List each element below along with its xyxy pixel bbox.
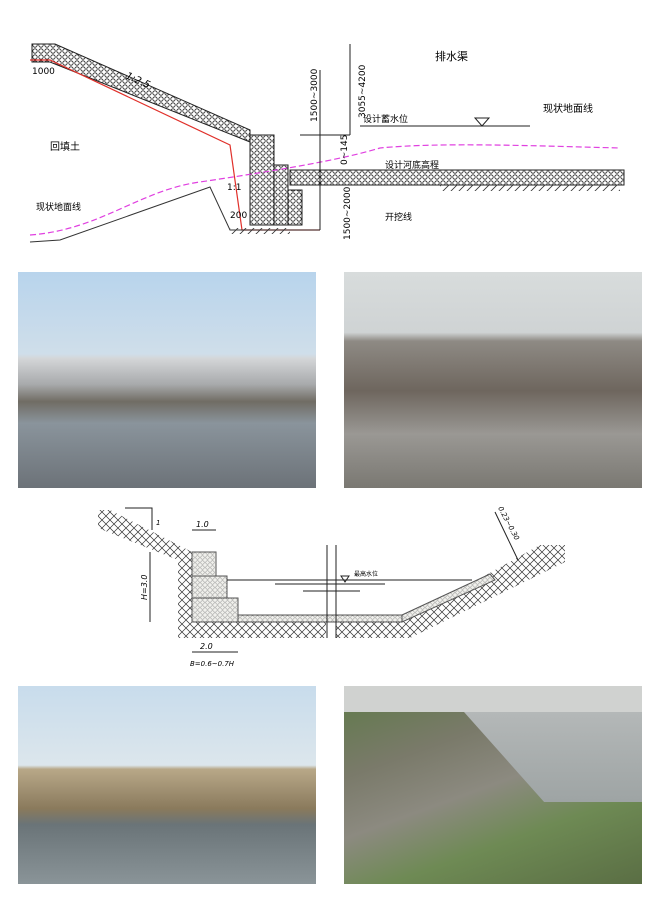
- svg-text:2.0: 2.0: [200, 642, 213, 651]
- svg-text:现状地面线: 现状地面线: [543, 102, 593, 115]
- svg-text:0~145: 0~145: [340, 135, 350, 165]
- gabion-tier-1: [191, 551, 217, 577]
- svg-text:开挖线: 开挖线: [385, 211, 412, 223]
- svg-text:0.23~0.30: 0.23~0.30: [496, 505, 521, 542]
- svg-text:B=0.6~0.7H: B=0.6~0.7H: [190, 660, 235, 668]
- gabion-tier-3: [191, 597, 239, 623]
- gabion-tier-2: [191, 575, 228, 599]
- svg-text:1500~2000: 1500~2000: [343, 186, 353, 240]
- svg-text:3055~4200: 3055~4200: [358, 64, 368, 118]
- gabion-wall-upper: [249, 134, 275, 226]
- bed-gabion-mattress: [289, 169, 625, 186]
- svg-text:1.0: 1.0: [196, 520, 209, 529]
- photo-gabion-channel-construction-2: [344, 272, 642, 488]
- photo-gabion-riverbank-1: [18, 686, 316, 884]
- svg-text:1: 1: [156, 519, 160, 527]
- gabion-wall-step: [273, 164, 289, 226]
- left-bank-soil: [98, 510, 326, 638]
- gabion-retaining-wall-section-diagram: 排水渠 1:2.5 1000 1500~3000 3055~4200 设计蓄水位…: [29, 43, 625, 243]
- svg-text:设计河底高程: 设计河底高程: [385, 159, 439, 171]
- right-bank-soil: [336, 545, 565, 638]
- svg-text:设计蓄水位: 设计蓄水位: [363, 113, 408, 125]
- svg-text:回填土: 回填土: [50, 140, 80, 153]
- svg-text:最高水位: 最高水位: [354, 570, 378, 578]
- stepped-gabion-channel-section-diagram: 1 1.0 H=3.0 最高水位 0.23~0.30 2.0 B=0.6~0.7…: [98, 505, 565, 668]
- svg-text:H=3.0: H=3.0: [140, 575, 149, 600]
- label-channel: 排水渠: [435, 49, 468, 63]
- ground-line-dashed: [29, 144, 621, 236]
- photo-gabion-channel-construction-1: [18, 272, 316, 488]
- svg-text:200: 200: [230, 211, 247, 221]
- slope-mattress: [401, 573, 496, 623]
- svg-text:1500~3000: 1500~3000: [310, 68, 320, 122]
- svg-text:1:1: 1:1: [227, 183, 241, 193]
- water-level-symbol: [473, 117, 491, 127]
- bed-mattress: [237, 614, 403, 623]
- svg-text:现状地面线: 现状地面线: [36, 201, 81, 213]
- photo-gabion-riverbank-2: [344, 686, 642, 884]
- svg-text:1000: 1000: [32, 67, 55, 77]
- slope-gabion-mattress: [31, 43, 251, 143]
- gabion-wall-toe: [287, 189, 303, 226]
